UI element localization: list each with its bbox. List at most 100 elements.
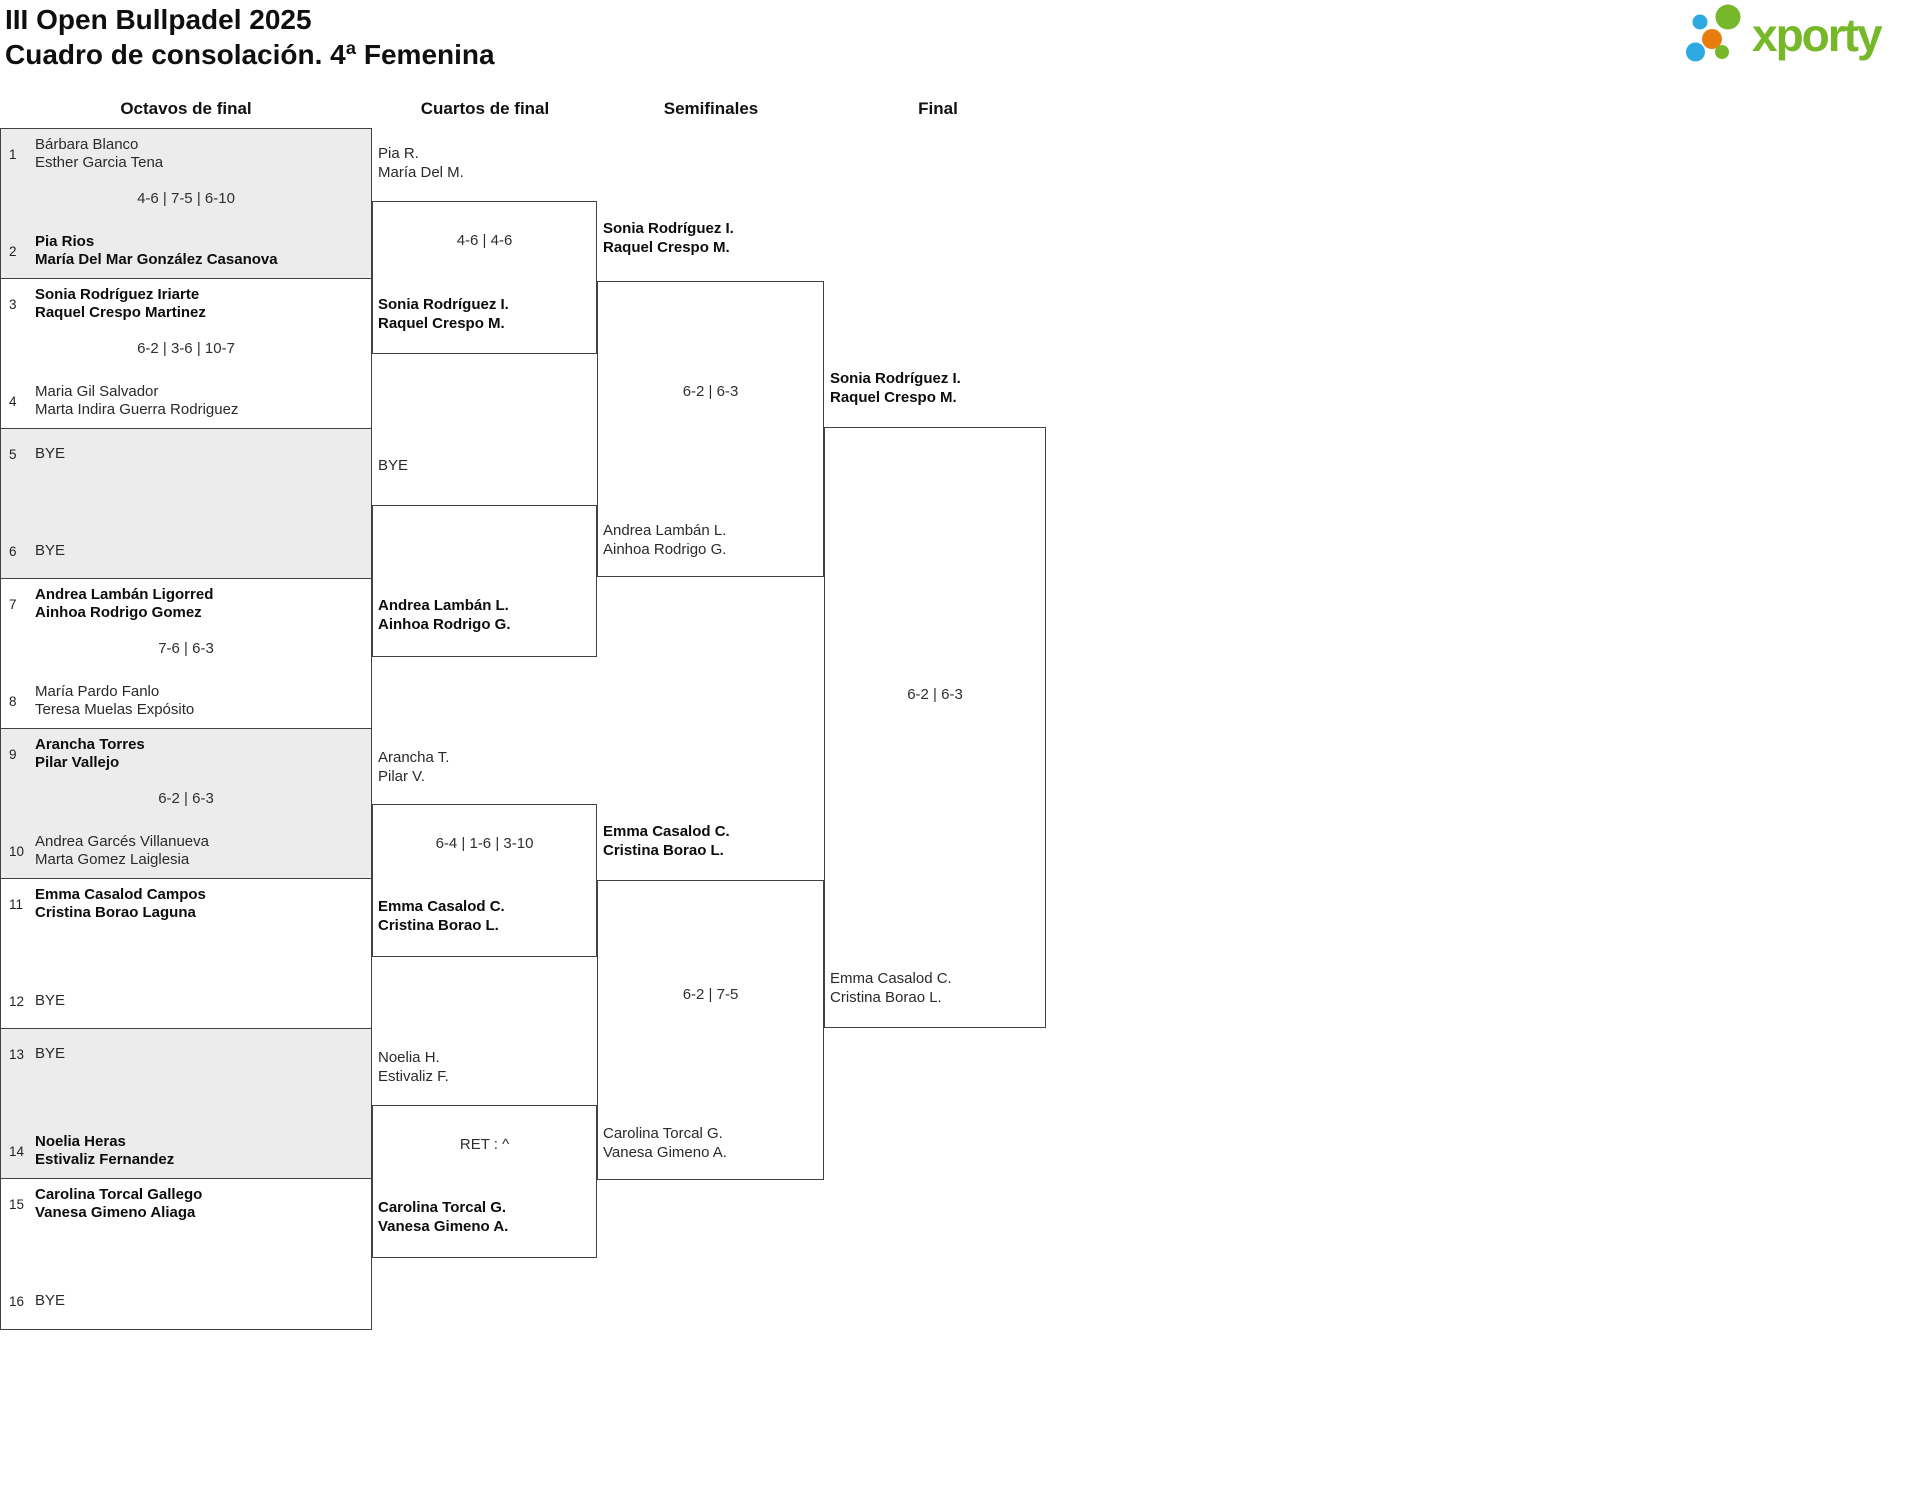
pair-names: Andrea Lambán Ligorred Ainhoa Rodrigo Go…: [35, 586, 213, 623]
match-score: 4-6 | 7-5 | 6-10: [137, 190, 235, 207]
seed-number: 11: [9, 896, 24, 912]
bye-label: BYE: [35, 1044, 66, 1062]
player-name: Estivaliz F.: [378, 1067, 449, 1085]
seed-number: 10: [9, 843, 25, 859]
final-match-box: [824, 427, 1046, 1028]
seed-number: 6: [9, 543, 17, 559]
r16-match-7: 13 BYE 14 Noelia Heras Estivaliz Fernand…: [0, 1028, 372, 1179]
page-title: III Open Bullpadel 2025 Cuadro de consol…: [5, 2, 495, 72]
qf2-winner: Andrea Lambán L. Ainhoa Rodrigo G.: [378, 597, 511, 634]
r16-slot-seed10: 10 Andrea Garcés Villanueva Marta Gomez …: [1, 831, 365, 871]
qf3-winner: Emma Casalod C. Cristina Borao L.: [378, 898, 505, 935]
player-name: Andrea Lambán L.: [603, 522, 727, 539]
qf4-entrant-top: Noelia H. Estivaliz F.: [378, 1049, 449, 1086]
player-name: Raquel Crespo Martinez: [35, 304, 206, 321]
pair-names: BYE: [35, 445, 65, 464]
xporty-logo: xporty: [1686, 3, 1883, 67]
r16-slot-seed9: 9 Arancha Torres Pilar Vallejo: [1, 734, 365, 774]
player-name: Vanesa Gimeno A.: [378, 1217, 509, 1235]
player-name: Bárbara Blanco: [35, 135, 139, 153]
player-name: Carolina Torcal G.: [378, 1199, 507, 1216]
qf1-entrant-top: Pia R. María Del M.: [378, 145, 464, 182]
player-name: Vanesa Gimeno A.: [603, 1143, 727, 1161]
pair-names: Maria Gil Salvador Marta Indira Guerra R…: [35, 383, 238, 420]
player-name: Andrea Lambán Ligorred: [35, 585, 214, 603]
pair-names: Andrea Garcés Villanueva Marta Gomez Lai…: [35, 833, 209, 870]
final-entrant-bottom: Emma Casalod C. Cristina Borao L.: [830, 970, 952, 1007]
r16-match-2: 3 Sonia Rodríguez Iriarte Raquel Crespo …: [0, 278, 372, 429]
player-name: Sonia Rodríguez Iriarte: [35, 285, 200, 303]
r16-slot-seed13: 13 BYE: [1, 1034, 365, 1074]
bye-label: BYE: [35, 1291, 66, 1309]
bracket-subtitle: Cuadro de consolación. 4ª Femenina: [5, 39, 495, 70]
r16-slot-seed5: 5 BYE: [1, 434, 365, 474]
player-name: María Pardo Fanlo: [35, 682, 160, 700]
qf3-match-box: [372, 804, 597, 957]
pair-names: Bárbara Blanco Esther Garcia Tena: [35, 136, 163, 173]
round-header-cuartos: Cuartos de final: [420, 99, 550, 118]
seed-number: 14: [9, 1143, 25, 1159]
seed-number: 12: [9, 993, 25, 1009]
player-name: Emma Casalod C.: [378, 898, 505, 915]
r16-slot-seed11: 11 Emma Casalod Campos Cristina Borao La…: [1, 884, 365, 924]
player-name: Cristina Borao L.: [378, 916, 499, 934]
qf1-match-box: [372, 201, 597, 354]
seed-number: 1: [9, 146, 17, 162]
seed-number: 9: [9, 746, 17, 762]
player-name: Pia R.: [378, 145, 419, 162]
pair-names: Noelia Heras Estivaliz Fernandez: [35, 1133, 174, 1170]
seed-number: 5: [9, 446, 17, 462]
bye-label: BYE: [35, 991, 66, 1009]
r16-match-1: 1 Bárbara Blanco Esther Garcia Tena 4-6 …: [0, 128, 372, 279]
player-name: Vanesa Gimeno Aliaga: [35, 1204, 196, 1221]
player-name: Esther Garcia Tena: [35, 154, 164, 171]
player-name: Cristina Borao L.: [830, 988, 942, 1006]
player-name: Cristina Borao L.: [603, 841, 724, 859]
match-score: 6-2 | 3-6 | 10-7: [137, 340, 235, 357]
sf2-entrant-top: Emma Casalod C. Cristina Borao L.: [603, 823, 730, 860]
player-name: Marta Gomez Laiglesia: [35, 851, 190, 868]
bye-label: BYE: [35, 541, 66, 559]
r16-slot-seed4: 4 Maria Gil Salvador Marta Indira Guerra…: [1, 381, 365, 421]
r16-match-5: 9 Arancha Torres Pilar Vallejo 6-2 | 6-3…: [0, 728, 372, 879]
r16-slot-seed3: 3 Sonia Rodríguez Iriarte Raquel Crespo …: [1, 284, 365, 324]
r16-slot-seed16: 16 BYE: [1, 1281, 365, 1321]
sf2-score: 6-2 | 7-5: [682, 986, 739, 1003]
r16-slot-seed12: 12 BYE: [1, 981, 365, 1021]
pair-names: Carolina Torcal Gallego Vanesa Gimeno Al…: [35, 1186, 202, 1223]
player-name: Carolina Torcal Gallego: [35, 1185, 203, 1203]
sf1-match-box: [597, 281, 824, 577]
pair-names: María Pardo Fanlo Teresa Muelas Expósito: [35, 683, 194, 720]
player-name: Pia Rios: [35, 232, 95, 250]
player-name: Raquel Crespo M.: [378, 314, 505, 332]
player-name: Noelia Heras: [35, 1132, 126, 1150]
player-name: Andrea Garcés Villanueva: [35, 832, 209, 850]
sf1-entrant-bottom: Andrea Lambán L. Ainhoa Rodrigo G.: [603, 522, 726, 559]
player-name: Arancha Torres: [35, 735, 145, 753]
xporty-logo-dots-icon: [1686, 4, 1746, 66]
tournament-title: III Open Bullpadel 2025: [5, 4, 312, 35]
r16-match-4: 7 Andrea Lambán Ligorred Ainhoa Rodrigo …: [0, 578, 372, 729]
pair-names: Emma Casalod Campos Cristina Borao Lagun…: [35, 886, 206, 923]
player-name: Marta Indira Guerra Rodriguez: [35, 401, 239, 418]
xporty-logo-text: xporty: [1752, 9, 1883, 61]
player-name: Emma Casalod C.: [603, 823, 730, 840]
player-name: María Del M.: [378, 163, 464, 181]
player-name: Raquel Crespo M.: [830, 388, 957, 406]
qf2-entrant-top: BYE: [378, 457, 408, 476]
r16-match-3: 5 BYE 6 BYE: [0, 428, 372, 579]
seed-number: 15: [9, 1196, 25, 1212]
final-entrant-top: Sonia Rodríguez I. Raquel Crespo M.: [830, 370, 961, 407]
seed-number: 7: [9, 596, 17, 612]
seed-number: 8: [9, 693, 17, 709]
match-score: 6-2 | 6-3: [158, 790, 214, 807]
qf2-match-box: [372, 505, 597, 657]
player-name: Pilar Vallejo: [35, 754, 120, 771]
player-name: María Del Mar González Casanova: [35, 251, 278, 268]
r16-slot-seed6: 6 BYE: [1, 531, 365, 571]
qf3-score: 6-4 | 1-6 | 3-10: [435, 835, 534, 852]
player-name: Raquel Crespo M.: [603, 238, 730, 256]
player-name: Carolina Torcal G.: [603, 1125, 723, 1142]
sf2-match-box: [597, 880, 824, 1180]
